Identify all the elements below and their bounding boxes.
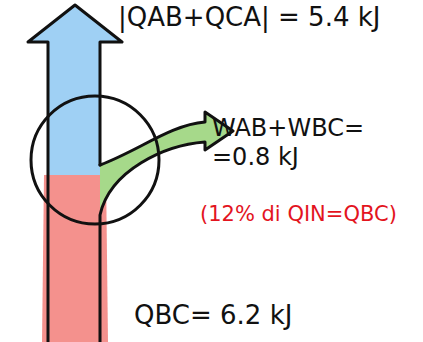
heat-out-head-fill [28,5,122,42]
work-label: WAB+WBC= =0.8 kJ [212,114,377,172]
heat-in-label: QBC= 6.2 kJ [134,300,292,331]
heat-in-band [42,172,108,342]
system-circle [31,96,159,224]
outline [28,5,233,342]
heat-out-label: |QAB+QCA| = 5.4 kJ [118,2,380,33]
efficiency-note: (12% di QIN=QBC) [200,202,397,227]
main-arrow-outline [28,5,122,342]
